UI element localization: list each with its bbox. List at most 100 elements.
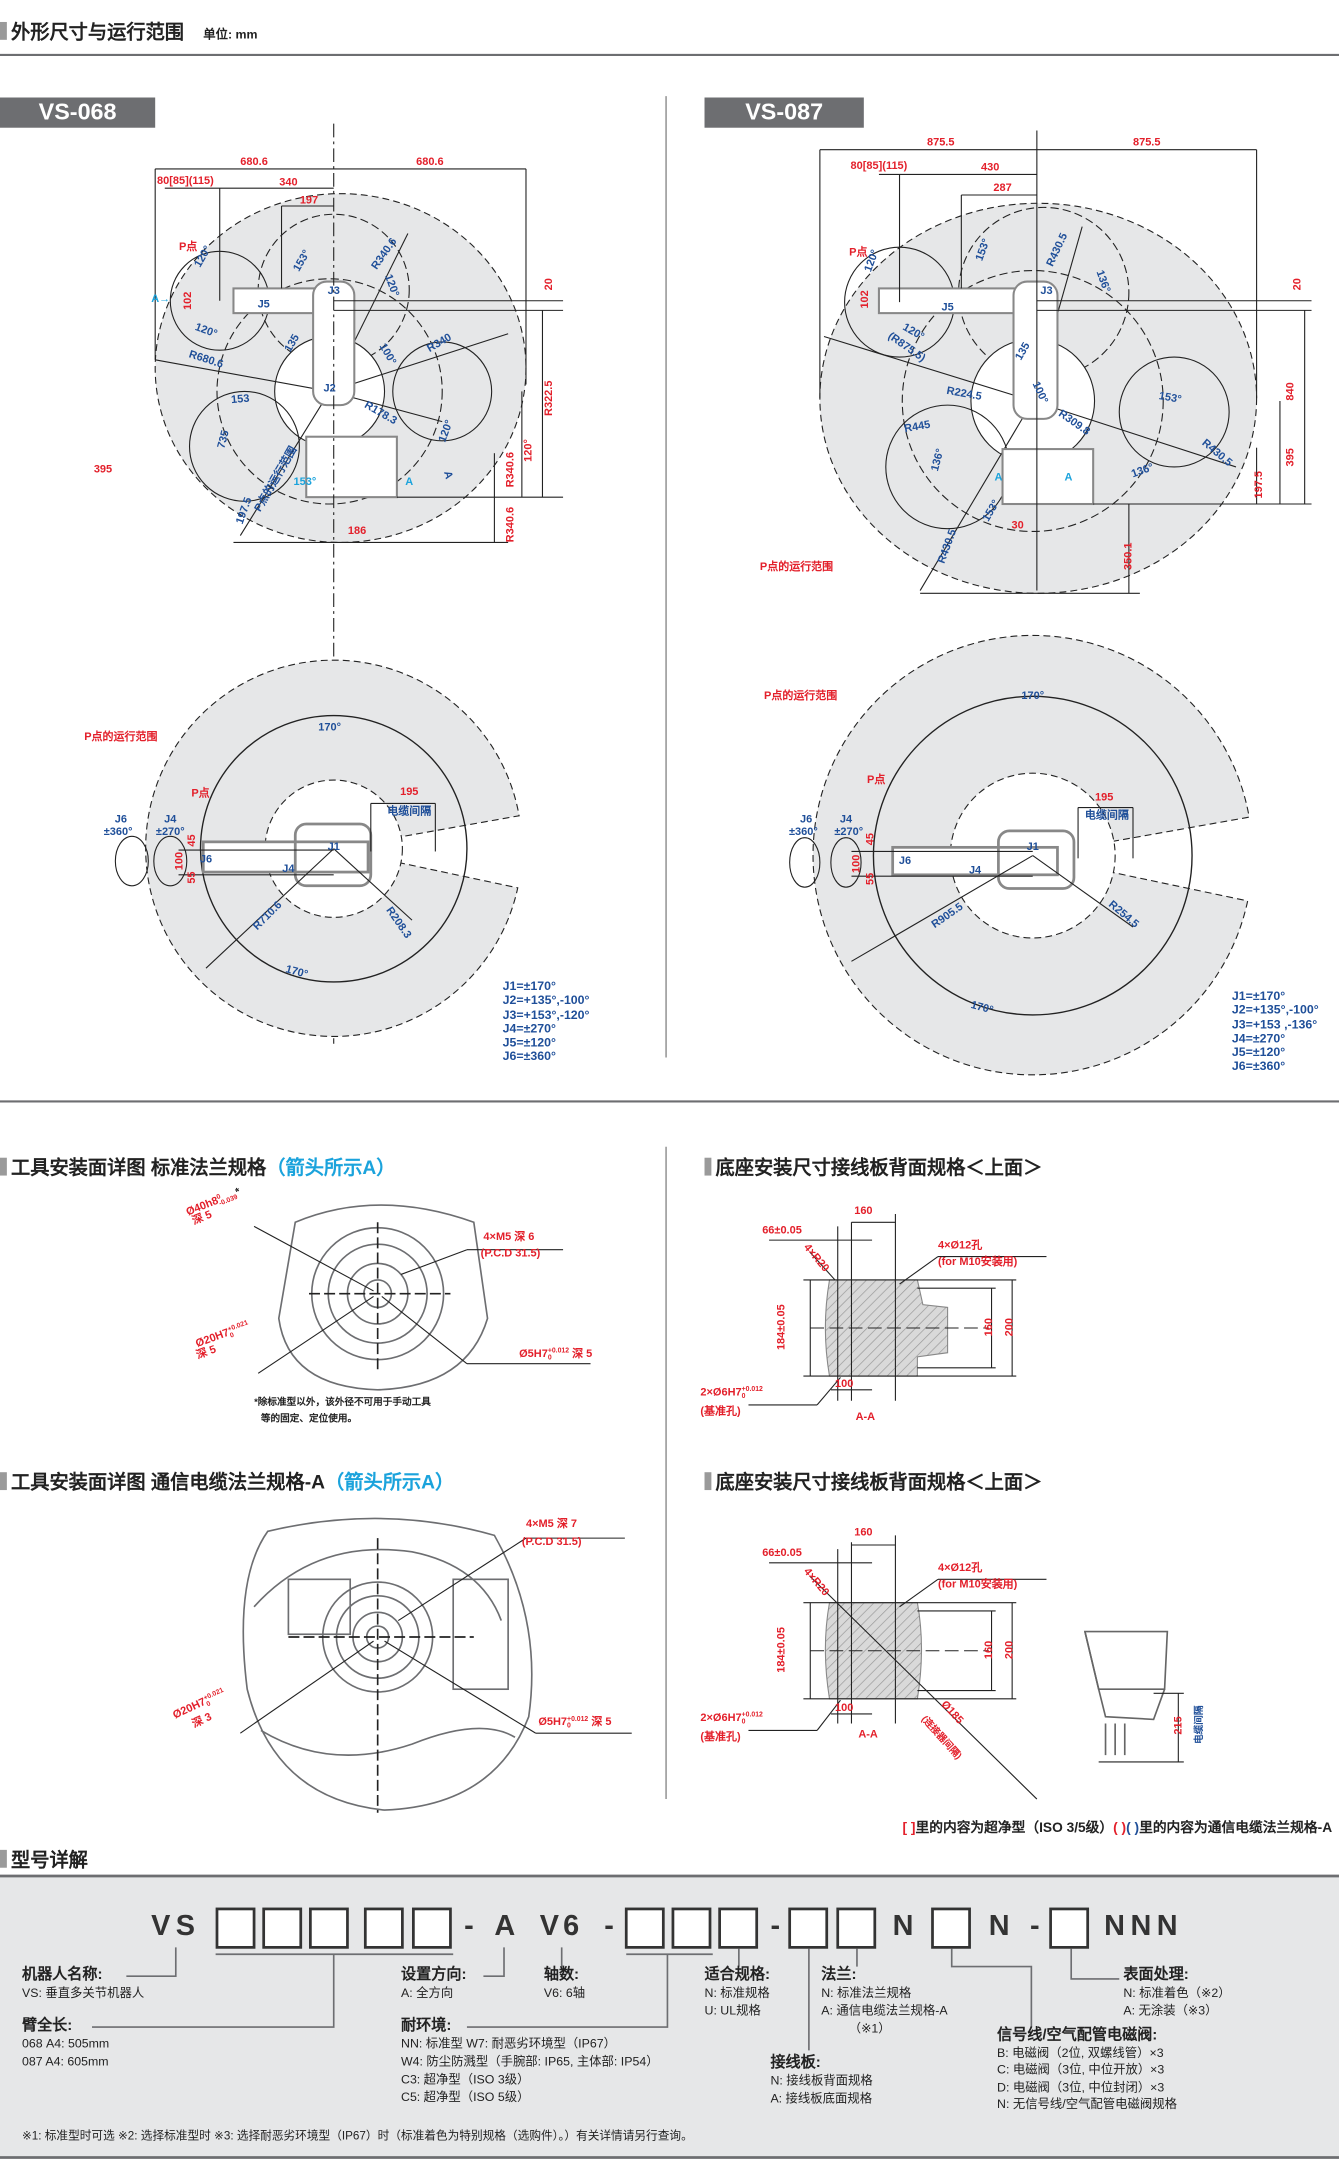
vs068-side-label: J5 xyxy=(257,298,270,311)
code-box xyxy=(718,1907,759,1949)
joint-range: J6=±360° xyxy=(502,1049,556,1064)
group-environment: 耐环境:NN: 标准型 W7: 耐恶劣环境型（IP67）W4: 防尘防溅型（手腕… xyxy=(401,2017,659,2106)
group-title: 适合规格: xyxy=(704,1966,770,1984)
pins-text: 2×Ø6H7 xyxy=(700,1385,742,1399)
joint-range: J5=±120° xyxy=(1231,1045,1286,1060)
vs068-side-label: A→ xyxy=(151,292,171,305)
group-title: 接线板: xyxy=(770,2054,821,2071)
vs068-side-label: R322.5 xyxy=(542,380,555,416)
vs068-top-label: 195 xyxy=(400,785,419,798)
vs068-side-label: 153 xyxy=(230,391,250,406)
code-a: A xyxy=(494,1910,516,1942)
base-offset: 66±0.05 xyxy=(762,1546,802,1559)
vs068-side-label: 186 xyxy=(347,524,367,537)
section-marker xyxy=(0,21,7,40)
arrow-note: （箭头所示A） xyxy=(266,1156,396,1179)
vs068-top-label: J6 xyxy=(114,813,127,826)
model-footnote: ※1: 标准型时可选 ※2: 选择标准型时 ※3: 选择耐恶劣环境型（IP67）… xyxy=(21,2128,693,2143)
code-dash: - xyxy=(1029,1910,1040,1942)
group-mounting: 设置方向:A: 全方向 xyxy=(401,1967,466,2003)
joint-range: J1=±170° xyxy=(502,979,556,993)
vs068-side-label: 153° xyxy=(293,475,317,488)
vs087-top-label: J6 xyxy=(800,813,813,826)
base-holes-note: (for M10安装用) xyxy=(937,1255,1018,1268)
code-box xyxy=(215,1907,256,1949)
section-title-base-back: 底座安装尺寸接线板背面规格＜上面＞ xyxy=(704,1154,1042,1181)
vs087-top-label: P点 xyxy=(867,773,886,786)
joint-range: J4=±270° xyxy=(1231,1031,1286,1045)
base-height-200: 200 xyxy=(1002,1640,1016,1660)
group-title: 设置方向: xyxy=(401,1966,467,1984)
section-title-dimensions: 外形尺寸与运行范围单位: mm xyxy=(0,18,258,45)
vs087-joint-ranges: J1=±170° J2=+135°,-100° J3=+153 ,-136° J… xyxy=(1232,989,1319,1074)
vs087-side-label: J3 xyxy=(1040,284,1053,297)
vs087-side-label: P点的运行范围 xyxy=(759,560,834,573)
section-title-flange-standard: 工具安装面详图 标准法兰规格（箭头所示A） xyxy=(0,1154,396,1181)
vs068-side-label: P点 xyxy=(178,240,198,253)
code-box xyxy=(262,1907,303,1949)
code-n: N xyxy=(988,1910,1010,1942)
group-title: 表面处理: xyxy=(1123,1966,1189,1984)
model-tag-vs068: VS-068 xyxy=(0,97,156,128)
vs068-side-label: 102 xyxy=(181,291,194,310)
vs087-side-label: A xyxy=(1064,471,1073,484)
vs068-side-label: 120° xyxy=(521,439,535,462)
vs087-top-label: J1 xyxy=(1026,840,1039,853)
group-item: C5: 超净型（ISO 5级） xyxy=(401,2090,530,2104)
section-title-model: 型号详解 xyxy=(0,1846,88,1873)
group-item: A: 无涂装（※3） xyxy=(1123,2003,1218,2018)
vs087-side-label: 287 xyxy=(993,181,1012,194)
group-title: 臂全长: xyxy=(21,2017,73,2034)
base-height-160: 160 xyxy=(982,1318,995,1337)
flange-comm-tap-label: 4×M5 深 7 xyxy=(525,1517,577,1530)
base-pins-note: (基准孔) xyxy=(700,1404,741,1418)
joint-range: J2=+135°,-100° xyxy=(1231,1002,1319,1017)
group-item: N: 标准着色（※2） xyxy=(1123,1985,1231,2000)
code-box xyxy=(411,1907,452,1949)
vs068-side-label: R340.6 xyxy=(504,506,517,543)
group-surface: 表面处理:N: 标准着色（※2） A: 无涂装（※3） xyxy=(1123,1967,1230,2021)
vs087-side-label: P点 xyxy=(849,245,868,259)
section-marker xyxy=(704,1472,712,1491)
group-item: A: 通信电缆法兰规格-A xyxy=(821,2003,948,2018)
group-item: U: UL规格 xyxy=(704,2003,761,2018)
group-item: NN: 标准型 W7: 耐恶劣环境型（IP67） xyxy=(401,2036,616,2051)
base-height-184: 184±0.05 xyxy=(774,1627,788,1673)
vs087-side-label: 197.5 xyxy=(1252,471,1265,499)
heading-text: 工具安装面详图 标准法兰规格 xyxy=(10,1156,267,1179)
section-label: A-A xyxy=(858,1727,878,1741)
flange-standard-drawing xyxy=(253,1204,591,1391)
code-box xyxy=(363,1907,404,1949)
vs068-top-label: J6 xyxy=(199,852,213,866)
vs068-top-label: 170° xyxy=(318,720,341,734)
tol-upper: +0.012 xyxy=(567,1715,589,1724)
base-width-160: 160 xyxy=(854,1204,873,1217)
joint-range: J5=±120° xyxy=(502,1035,556,1050)
base-height-160: 160 xyxy=(982,1640,995,1660)
group-item: N: 标准规格 xyxy=(704,1985,770,2000)
paren-red: ( ) xyxy=(1113,1821,1127,1837)
vs087-top-label: 电缆间隔 xyxy=(1084,808,1129,822)
group-item: N: 无信号线/空气配管电磁阀规格 xyxy=(997,2097,1177,2111)
section-marker xyxy=(0,1849,7,1868)
vs087-side-label: J5 xyxy=(941,300,954,314)
tol-lower: 0 xyxy=(205,1699,213,1710)
section-marker xyxy=(0,1472,7,1491)
pin-depth: 深 5 xyxy=(572,1347,593,1360)
vs087-side-label: 395 xyxy=(1284,448,1297,467)
vs068-side-label: 680.6 xyxy=(416,155,444,168)
base-width-100: 100 xyxy=(834,1377,854,1390)
code-nnn: NNN xyxy=(1104,1910,1184,1942)
unit-label: 单位: mm xyxy=(203,27,258,42)
vs087-top-label: 45 xyxy=(863,832,877,846)
pin-text: Ø5H7 xyxy=(538,1715,568,1728)
vs068-top-label: J4 xyxy=(164,813,177,826)
legend-text: 里的内容为通信电缆法兰规格-A xyxy=(1139,1821,1333,1837)
